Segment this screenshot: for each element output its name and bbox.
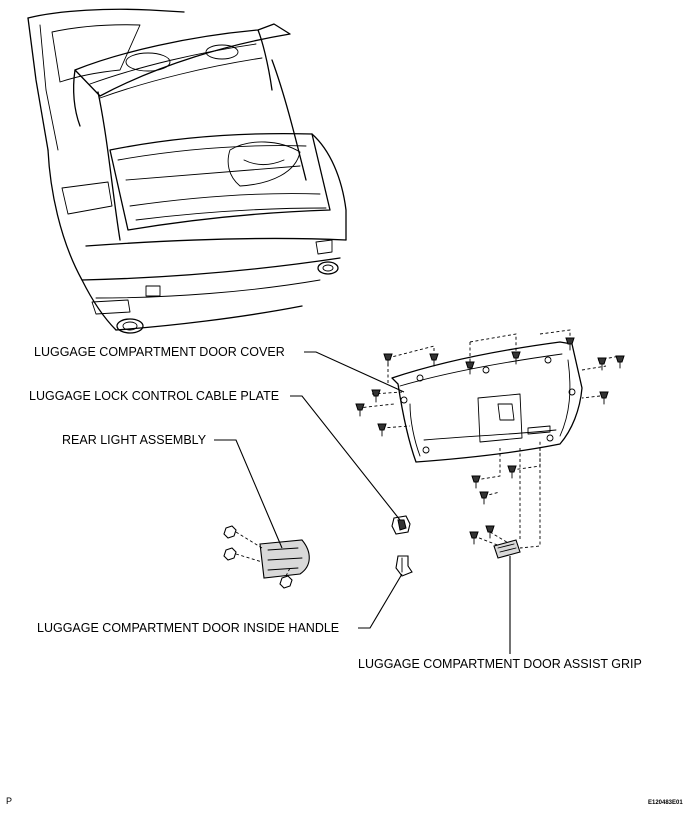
label-inside-handle: LUGGAGE COMPARTMENT DOOR INSIDE HANDLE	[37, 621, 339, 635]
label-door-cover: LUGGAGE COMPARTMENT DOOR COVER	[34, 345, 285, 359]
car-rear-illustration	[27, 8, 347, 334]
door-cover-panel	[391, 341, 583, 463]
figure-code: E120483E01	[648, 800, 683, 806]
label-cable-plate: LUGGAGE LOCK CONTROL CABLE PLATE	[29, 389, 279, 403]
leader-lines	[214, 351, 511, 654]
page-letter: P	[6, 796, 12, 806]
cable-plate-part	[391, 515, 411, 535]
rear-light-part	[223, 525, 310, 589]
clip-alignment-lines	[357, 329, 621, 549]
label-rear-light: REAR LIGHT ASSEMBLY	[62, 433, 207, 447]
label-assist-grip: LUGGAGE COMPARTMENT DOOR ASSIST GRIP	[358, 657, 642, 671]
inside-handle-part	[395, 555, 413, 577]
assist-grip-part	[493, 539, 521, 559]
screw-icon	[355, 337, 625, 545]
